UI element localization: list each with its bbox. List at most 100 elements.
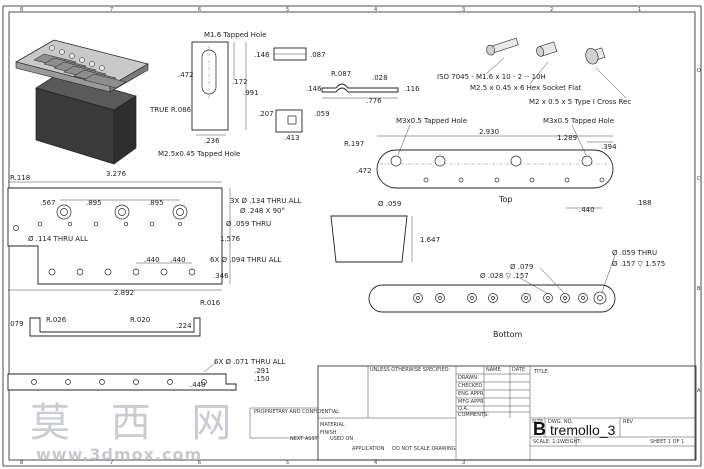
title-block: UNLESS OTHERWISE SPECIFIED: NAME DATE DR…	[249, 365, 697, 461]
dim-059-thru: Ø .059 THRU	[612, 249, 657, 257]
side-profile-view: R.016 .079 R.026 R.020 .224	[8, 299, 221, 337]
zone-col: 3	[462, 460, 465, 466]
tb-do-not-scale: DO NOT SCALE DRAWING	[392, 446, 456, 452]
dim-440-b: .440	[170, 256, 186, 264]
dim-236: .236	[204, 137, 220, 145]
dim-146-top: .146	[254, 51, 270, 59]
tb-sheet: SHEET 1 OF 1	[650, 439, 684, 445]
dim-146-spring: .146	[306, 85, 322, 93]
dim-776: .776	[366, 97, 382, 105]
dim-172: .172	[232, 78, 248, 86]
dim-472-bar: .472	[356, 167, 372, 175]
dim-2892: 2.892	[114, 289, 134, 297]
zone-col: 1	[638, 7, 641, 13]
dim-087-top: .087	[310, 51, 326, 59]
tb-title: TITLE:	[533, 369, 550, 375]
zone-col: 8	[20, 7, 23, 13]
tb-finish: FINISH	[320, 430, 337, 436]
dim-r197: R.197	[344, 140, 364, 148]
tb-size: B	[533, 419, 546, 439]
dim-028-157: Ø .028 ▽ .157	[480, 272, 529, 280]
dim-188: .188	[636, 199, 652, 207]
tb-weight: WEIGHT:	[560, 439, 582, 445]
dim-3276: 3.276	[106, 170, 127, 178]
tb-size-label: SIZE	[532, 419, 543, 425]
label-iso-screw: ISO 7045 - M1.6 x 10 - 2 -- 10H	[437, 73, 546, 81]
saddle-block-view: M1.6 Tapped Hole .472 .172 .991 TRUE R.0…	[149, 31, 266, 158]
tb-unless: UNLESS OTHERWISE SPECIFIED:	[370, 367, 450, 373]
note-114: Ø .114 THRU ALL	[28, 235, 88, 243]
dim-346: .346	[213, 272, 229, 280]
dim-059-small: .059	[314, 110, 330, 118]
zone-row: C	[697, 176, 701, 182]
top-view-bar: M3x0.5 Tapped Hole M3x0.5 Tapped Hole 2.…	[344, 117, 652, 214]
dim-413: .413	[284, 134, 300, 142]
dim-116: .116	[404, 85, 420, 93]
dim-394: .394	[601, 143, 617, 151]
dim-991: .991	[243, 89, 259, 97]
zone-col: 4	[374, 460, 377, 466]
sheet-border	[2, 5, 702, 467]
dim-m25: M2.5x0.45 Tapped Hole	[158, 150, 240, 158]
dim-895-b: .895	[148, 199, 164, 207]
note-071: 6X Ø .071 THRU ALL	[214, 358, 285, 366]
zone-col: 2	[550, 7, 553, 13]
small-l-part-view: .207 .059 .413	[258, 109, 330, 142]
zone-col: 7	[110, 460, 113, 466]
tb-scale: SCALE: 1:1	[533, 439, 560, 445]
screw-hardware: ISO 7045 - M1.6 x 10 - 2 -- 10H M2.5 x 0…	[437, 37, 631, 106]
dim-440-c: .440	[190, 381, 206, 389]
zone-row: D	[697, 68, 701, 74]
dim-028-spring: .028	[372, 74, 388, 82]
view-label-top: Top	[498, 195, 513, 204]
dim-207: .207	[258, 110, 274, 118]
tb-material: MATERIAL	[320, 422, 345, 428]
tb-next-assy: NEXT ASSY	[290, 436, 319, 442]
isometric-assembly	[14, 39, 150, 165]
zone-col: 4	[374, 7, 377, 13]
tb-eng-appr: ENG APPR.	[458, 391, 485, 397]
note-248: Ø .248 X 90°	[240, 207, 285, 215]
zone-labels-top: 8 7 6 5 4 3 2 1	[20, 7, 641, 13]
spring-clip-view: R.087 .028 .146 .776 .116	[306, 70, 420, 105]
dim-079-side: .079	[8, 320, 24, 328]
tb-comments: COMMENTS:	[458, 412, 489, 418]
dim-true-r086: TRUE R.086	[149, 106, 192, 114]
dim-895-a: .895	[86, 199, 102, 207]
dim-1647: 1.647	[420, 236, 440, 244]
zone-col: 5	[286, 7, 289, 13]
zone-labels-bottom: 8 7 6 5 4 3	[20, 460, 465, 466]
zone-col: 6	[198, 7, 201, 13]
dim-r087: R.087	[331, 70, 351, 78]
dim-157-1575: Ø .157 ▽ 1.575	[612, 260, 665, 268]
dim-1576: 1.576	[220, 235, 241, 243]
note-134: 3X Ø .134 THRU ALL	[230, 197, 301, 205]
watermark: 莫 西 网 www.3dmox.com	[30, 400, 231, 464]
dim-440-a: .440	[144, 256, 160, 264]
watermark-url: www.3dmox.com	[36, 445, 202, 464]
view-label-bottom: Bottom	[493, 330, 523, 339]
dim-1289: 1.289	[557, 134, 577, 142]
zone-col: 7	[110, 7, 113, 13]
dim-r016: R.016	[200, 299, 221, 307]
dim-440-bar: .440	[579, 206, 595, 214]
tb-application: APPLICATION	[352, 446, 385, 452]
dim-r118: R.118	[10, 174, 30, 182]
bottom-view-bar: Ø .079 Ø .028 ▽ .157 Ø .059 THRU Ø .157 …	[368, 249, 665, 339]
dim-r020: R.020	[130, 316, 150, 324]
dim-224: .224	[176, 322, 192, 330]
tb-dwg-no: tremollo_3	[550, 422, 616, 438]
dim-472: .472	[178, 71, 194, 79]
bottom-strip-view: 6X Ø .071 THRU ALL .291 .150 .440	[7, 358, 285, 391]
base-plate-view: R.118 3.276 .567 .895 .895 3X Ø .134 THR…	[7, 170, 301, 297]
tb-qa: Q.A.	[458, 406, 469, 412]
dim-m16: M1.6 Tapped Hole	[204, 31, 266, 39]
small-bar-view: .146 .087	[254, 47, 326, 61]
dim-2930: 2.930	[479, 128, 499, 136]
dim-567: .567	[40, 199, 56, 207]
zone-row: A	[697, 388, 701, 394]
dim-r026: R.026	[46, 316, 67, 324]
dim-m3-left: M3x0.5 Tapped Hole	[396, 117, 467, 125]
zone-col: 5	[286, 460, 289, 466]
dim-150: .150	[254, 375, 270, 383]
